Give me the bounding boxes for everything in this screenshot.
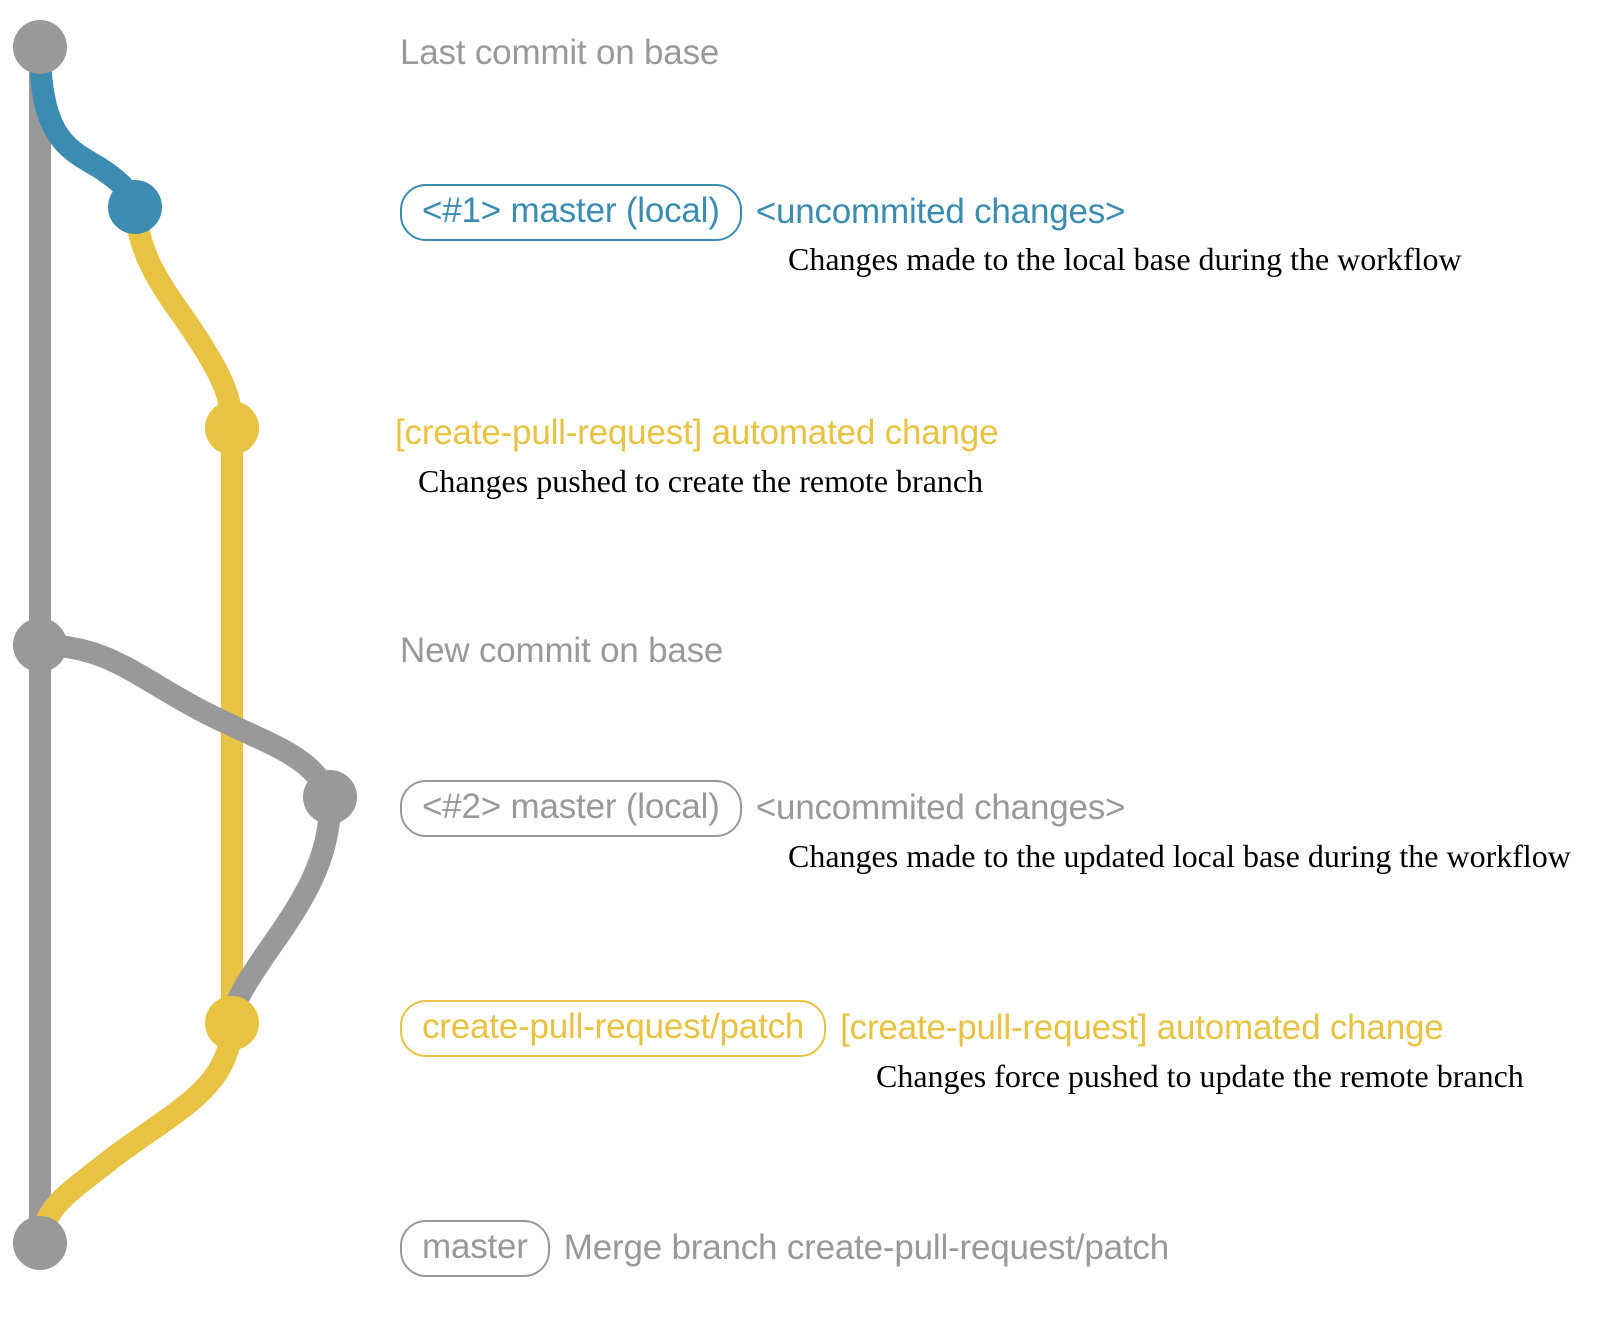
commit-message-merge: Merge branch create-pull-request/patch <box>563 1228 1169 1268</box>
commit-message-automated-change-2: [create-pull-request] automated change <box>840 1008 1444 1048</box>
row-spacer <box>826 1028 840 1029</box>
commit-description-master-local-2: Changes made to the updated local base d… <box>788 838 1571 874</box>
branch-badge-master[interactable]: master <box>400 1220 550 1277</box>
commit-description-master-local-1: Changes made to the local base during th… <box>788 241 1462 277</box>
yellow-branch-line-1 <box>124 196 243 439</box>
row-spacer <box>742 808 756 809</box>
commit-node-base-2[interactable] <box>13 618 67 672</box>
commit-description-automated-change-1: Changes pushed to create the remote bran… <box>418 463 984 499</box>
branch-badge-master-local-1[interactable]: <#1> master (local) <box>400 184 742 241</box>
commit-row-automated-change-2: create-pull-request/patch [create-pull-r… <box>400 1000 1444 1057</box>
commit-message-last-commit-on-base: Last commit on base <box>400 33 720 72</box>
yellow-merge-line <box>29 1012 243 1254</box>
commit-node-base-1[interactable] <box>13 20 67 74</box>
commit-message-new-commit-on-base: New commit on base <box>400 631 724 670</box>
branch-badge-master-local-2[interactable]: <#2> master (local) <box>400 780 742 837</box>
commit-description-automated-change-2: Changes force pushed to update the remot… <box>876 1058 1524 1094</box>
commit-node-patch-1[interactable] <box>205 401 259 455</box>
commit-message-automated-change-1: [create-pull-request] automated change <box>395 413 999 452</box>
commit-row-master-local-1: <#1> master (local) <uncommited changes> <box>400 184 1125 241</box>
commit-row-merge: master Merge branch create-pull-request/… <box>400 1220 1169 1277</box>
blue-branch-line <box>29 36 146 218</box>
commit-node-merge[interactable] <box>13 1216 67 1270</box>
commit-node-local-1[interactable] <box>108 180 162 234</box>
row-spacer <box>742 212 756 213</box>
commit-node-local-2[interactable] <box>303 770 357 824</box>
commit-message-uncommited-changes-1: <uncommited changes> <box>755 192 1126 232</box>
commit-message-uncommited-changes-2: <uncommited changes> <box>755 788 1126 828</box>
gray-branch-line-out <box>29 634 341 808</box>
gray-branch-line-in <box>221 786 342 1034</box>
branch-badge-create-pull-request-patch[interactable]: create-pull-request/patch <box>400 1000 827 1057</box>
commit-node-patch-2[interactable] <box>205 996 259 1050</box>
commit-row-master-local-2: <#2> master (local) <uncommited changes> <box>400 780 1125 837</box>
row-spacer <box>550 1248 564 1249</box>
